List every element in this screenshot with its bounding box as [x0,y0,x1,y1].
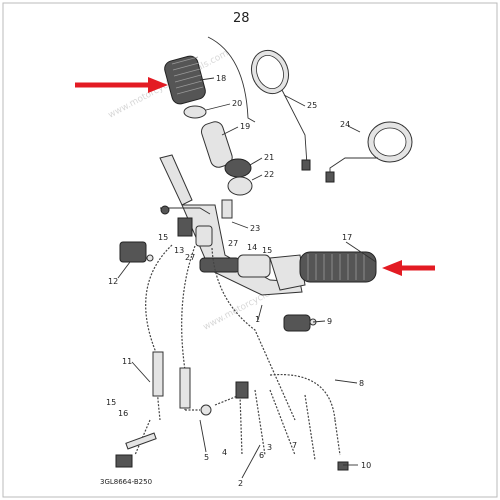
throttle-tube [201,121,233,168]
label-part-26: 25 [307,101,317,110]
label-part-15-left: 15 [158,233,168,242]
housing-23 [227,176,253,196]
adjuster-17 [125,432,157,450]
junction-box [235,381,249,399]
right-grip [299,251,377,283]
label-part-2: 2 [238,479,243,488]
label-part-19: 18 [216,74,226,83]
arrow-left-grip [75,77,168,93]
cable-end-block [115,454,133,468]
cable-6 [269,389,296,456]
label-part-24: 23 [250,224,260,233]
label-part-22: 21 [264,153,274,162]
fitting-9 [283,314,317,332]
leader-lines [117,77,377,479]
label-part-17: 16 [118,409,128,418]
label-part-23: 22 [264,170,274,179]
page-number: 28 [233,11,250,26]
label-part-13: 13 [174,246,184,255]
label-part-8: 8 [359,379,364,388]
cable-sleeve-11 [152,351,164,397]
cable-4 [214,394,243,456]
label-part-1: 1 [255,315,260,324]
arrow-right-grip [382,260,435,276]
switch-12 [119,241,154,263]
label-part-6: 6 [259,451,264,460]
label-part-3: 3 [267,443,272,452]
mirror-right [325,121,413,183]
cable-main [181,245,196,410]
cable-8 [269,373,336,421]
label-part-21: 20 [232,99,242,108]
label-part-12: 12 [108,277,118,286]
group-bracket [207,36,256,123]
housing-22 [224,158,252,178]
label-part-11: 11 [122,357,132,366]
label-part-10: 10 [361,461,371,470]
throttle-assembly [199,254,306,291]
cable-throttle [211,247,296,421]
label-part-5: 5 [204,453,209,462]
label-part-25: 24 [340,120,350,129]
label-part-7: 7 [292,441,297,450]
cable-end-8 [334,419,341,456]
label-part-16: 15 [106,398,116,407]
label-part-27-left: 27 [185,253,195,262]
left-grip [164,55,206,105]
label-part-15-right: 15 [262,246,272,255]
label-part-27-right: 27 [228,239,238,248]
label-part-18: 17 [342,233,352,242]
label-part-14: 14 [247,243,257,252]
cable-7 [304,394,316,461]
mirror-left [250,49,311,171]
drawing-code: 3GL8664-B250 [100,478,152,486]
ring-21 [183,105,207,119]
label-part-20: 19 [240,122,250,131]
cable-sleeve [179,367,191,409]
label-part-9: 9 [327,317,332,326]
cable-3 [254,389,266,456]
clutch-lever-bracket [160,199,233,247]
cable-connector [200,404,212,416]
part-10 [337,461,349,471]
label-part-4: 4 [222,448,227,457]
cable-11 [145,244,173,421]
